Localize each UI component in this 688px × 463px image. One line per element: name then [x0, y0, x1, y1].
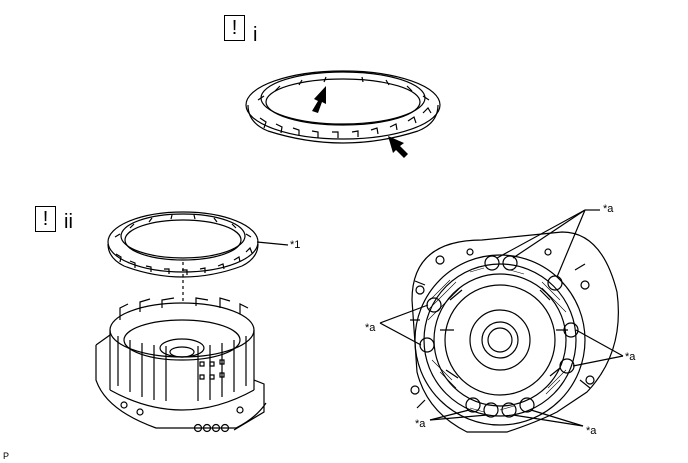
callout-a-bottom-right: *a [586, 425, 597, 437]
footer-code: P [3, 451, 10, 461]
caution-icon: ! [224, 15, 245, 41]
callout-a-right: *a [625, 351, 636, 363]
callout-a-bottom-left: *a [415, 418, 426, 430]
callout-a-top: *a [603, 203, 614, 215]
callout-part-1: *1 [290, 239, 301, 251]
piston-ring-lower [107, 211, 259, 278]
arrow-icon [312, 86, 408, 158]
piston-ring-top [245, 70, 441, 144]
callout-a-left: *a [365, 322, 376, 334]
step-number-ii: ii [64, 211, 73, 233]
step-number-i: i [253, 24, 258, 46]
clutch-assembly-top-view [410, 231, 619, 433]
clutch-drum-housing [95, 297, 267, 433]
caution-icon: ! [35, 206, 56, 232]
